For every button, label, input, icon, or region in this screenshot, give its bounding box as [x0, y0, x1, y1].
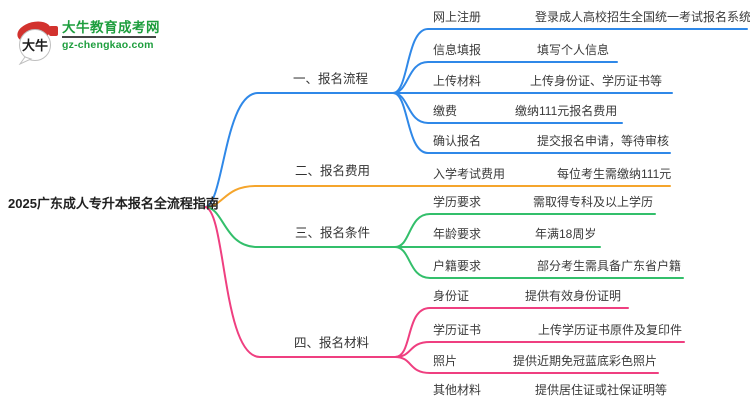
- connector-b1-child5: [392, 92, 671, 154]
- connector-b3-child3: [394, 246, 684, 279]
- leaf-label: 学历要求: [433, 195, 482, 209]
- leaf-desc: 每位考生需缴纳111元: [557, 167, 672, 181]
- leaf-desc: 缴纳111元报名费用: [515, 104, 618, 118]
- leaf-label: 确认报名: [433, 134, 482, 148]
- leaf-desc: 提交报名申请，等待审核: [537, 134, 670, 148]
- leaf-label: 信息填报: [433, 43, 482, 57]
- leaf-label: 年龄要求: [433, 227, 482, 241]
- leaf-label: 入学考试费用: [433, 167, 506, 181]
- leaf-label: 网上注册: [433, 10, 482, 24]
- connector-branch4: [204, 206, 396, 358]
- leaf-desc: 上传身份证、学历证书等: [530, 74, 663, 88]
- connector-branch2: [204, 185, 671, 208]
- leaf-label: 学历证书: [433, 323, 482, 337]
- connector-b1-child2: [392, 61, 618, 94]
- site-name: 大牛教育成考网: [62, 20, 160, 35]
- branch-3-label: 三、报名条件: [295, 226, 371, 240]
- site-domain: gz-chengkao.com: [62, 38, 154, 51]
- connector-b1-child1: [392, 28, 748, 94]
- leaf-label: 缴费: [433, 104, 458, 118]
- leaf-desc: 提供有效身份证明: [525, 289, 622, 303]
- leaf-desc: 需取得专科及以上学历: [533, 195, 654, 209]
- logo-icon-text: 大牛: [22, 38, 48, 53]
- leaf-desc: 填写个人信息: [537, 43, 610, 57]
- branch-1-label: 一、报名流程: [293, 72, 369, 86]
- leaf-desc: 上传学历证书原件及复印件: [538, 323, 683, 337]
- daniu-logo-icon: 大牛: [17, 21, 58, 65]
- connector-b4-child3: [394, 356, 659, 374]
- connector-b4-child1: [394, 307, 629, 358]
- leaf-label: 身份证: [433, 289, 470, 303]
- branch-4-label: 四、报名材料: [294, 336, 370, 350]
- connector-b3-child1: [394, 213, 656, 248]
- leaf-desc: 提供近期免冠蓝底彩色照片: [513, 354, 658, 368]
- leaf-desc: 年满18周岁: [535, 227, 597, 241]
- root-node-title: 2025广东成人专升本报名全流程指南: [8, 196, 219, 211]
- leaf-label: 照片: [433, 354, 458, 368]
- leaf-desc: 部分考生需具备广东省户籍: [537, 259, 682, 273]
- connector-branch1: [204, 92, 394, 208]
- site-logo: 大牛 大牛教育成考网 gz-chengkao.com: [13, 17, 160, 65]
- leaf-desc: 提供居住证或社保证明等: [535, 383, 668, 397]
- leaf-label: 上传材料: [433, 74, 482, 88]
- logo-divider: [62, 36, 156, 38]
- leaf-label: 其他材料: [433, 383, 482, 397]
- logo-text-block: 大牛教育成考网 gz-chengkao.com: [62, 20, 160, 51]
- connector-branch3: [204, 206, 396, 248]
- leaf-desc: 登录成人高校招生全国统一考试报名系统: [535, 10, 750, 24]
- leaf-label: 户籍要求: [433, 259, 482, 273]
- branch-2-label: 二、报名费用: [295, 164, 371, 178]
